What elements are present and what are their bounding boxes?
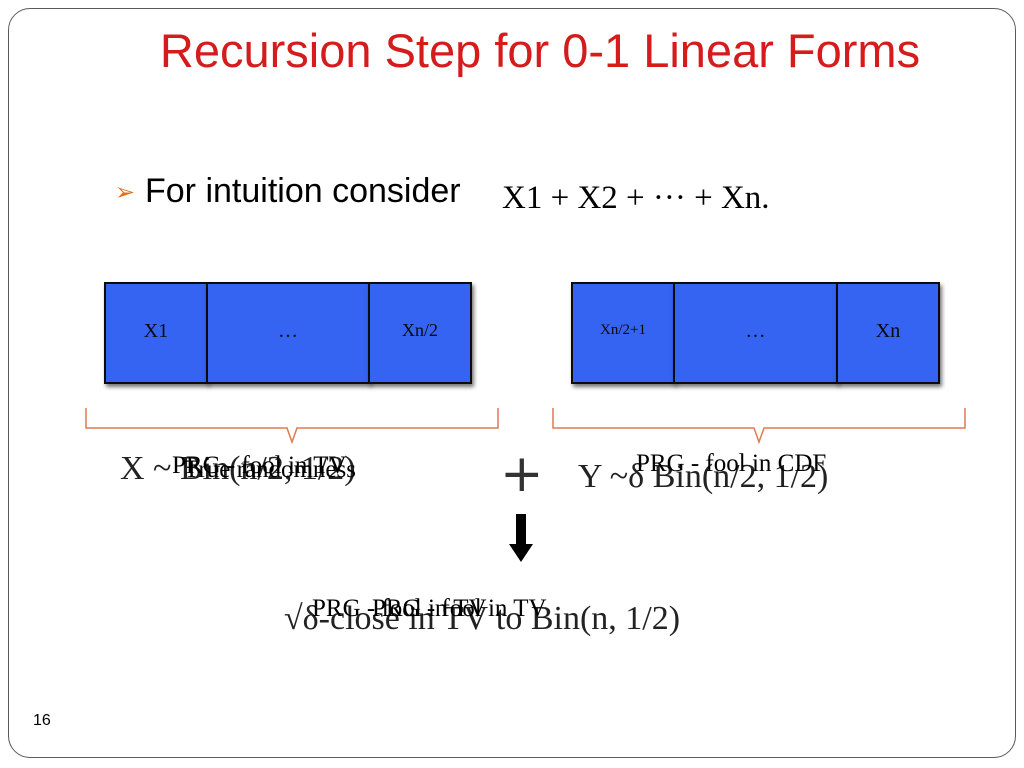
bit-box-ellipsis-right: …	[673, 282, 838, 384]
page-number: 16	[33, 712, 51, 729]
right-overlay-prg: PRG - fool in CDF	[636, 450, 827, 477]
bullet-arrow-icon: ➢	[115, 178, 136, 206]
result-overlay-prg-b: PRG - fool in TV	[372, 595, 547, 622]
left-overlay-prg: PRG - fool in TV	[172, 452, 347, 479]
result-math: √δ-close in TV to Bin(n, 1/2)	[284, 600, 681, 637]
bullet-text: For intuition consider	[145, 172, 461, 210]
right-distribution-math: Y ~δ Bin(n/2, 1/2)	[578, 458, 829, 495]
plus-sign: +	[500, 444, 544, 504]
right-brace	[552, 408, 966, 444]
bit-box-xn-half-plus-one: Xn/2+1	[571, 282, 675, 384]
bit-box-ellipsis-left: …	[206, 282, 370, 384]
bullet-math: X1 + X2 + ··· + Xn.	[502, 180, 770, 217]
slide-title: Recursion Step for 0-1 Linear Forms	[159, 24, 921, 77]
left-distribution-math: X ~ Bin(n/2, 1/2)	[120, 450, 356, 487]
bullet-math-text: X1 + X2 + ··· + Xn.	[502, 180, 770, 216]
down-arrow-icon	[509, 514, 533, 562]
bit-box-xn: Xn	[836, 282, 940, 384]
left-brace	[85, 408, 499, 444]
bit-box-xn-half: Xn/2	[368, 282, 472, 384]
left-overlay-true-randomness: True randomness	[184, 456, 356, 483]
slide-frame	[8, 8, 1016, 758]
result-overlay-prg-a: PRG - fool in TV	[312, 595, 487, 622]
bit-box-x1: X1	[104, 282, 208, 384]
